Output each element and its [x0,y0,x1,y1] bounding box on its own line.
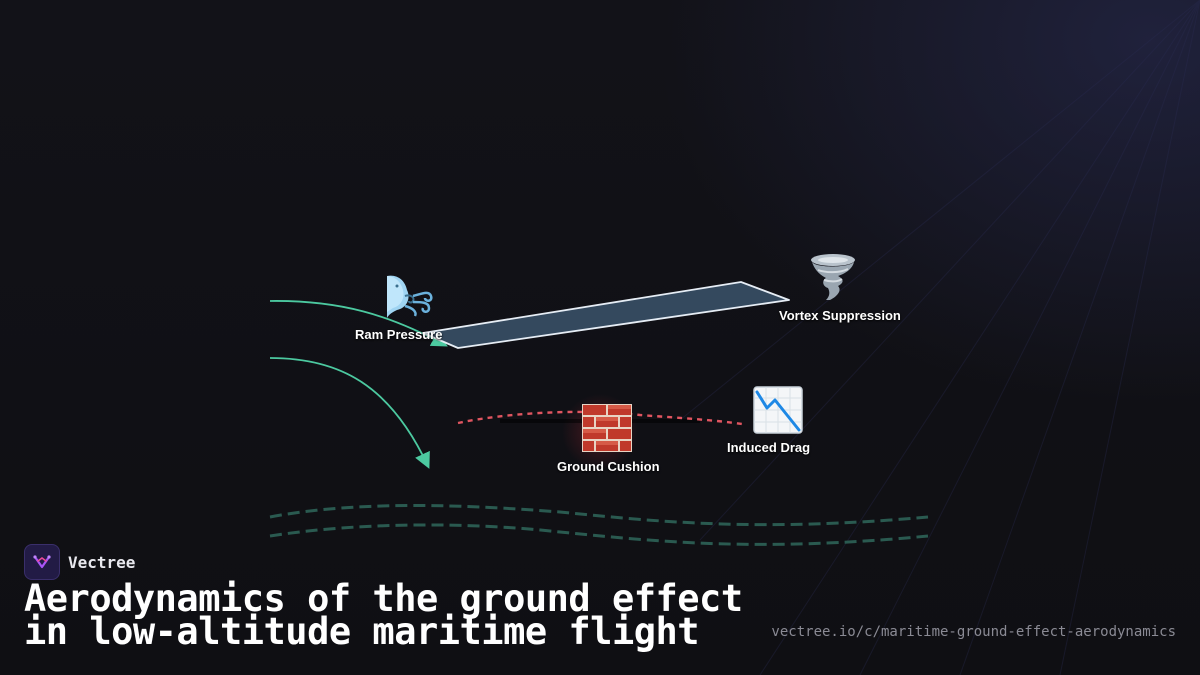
brand: Vectree [24,544,135,580]
ground-cushion-label: Ground Cushion [557,459,660,474]
tornado-icon [811,254,855,300]
water-surface-wave-lower [269,523,929,546]
water-surface-wave-upper [269,504,929,527]
source-url[interactable]: vectree.io/c/maritime-ground-effect-aero… [771,624,1176,640]
ram-pressure-label: Ram Pressure [355,327,443,342]
wind-face-icon [387,275,433,318]
chart-decreasing-icon [753,386,803,434]
airflow-arrow-lower [269,357,430,469]
brick-wall-icon [582,404,632,452]
wing-section [422,281,790,349]
vectree-logo-icon [24,544,60,580]
title-line-1: Aerodynamics of the ground effect [24,577,743,620]
vortex-suppression-label: Vortex Suppression [779,308,901,323]
brand-name: Vectree [68,552,136,572]
title-line-2: in low-altitude maritime flight [24,610,700,653]
page-title: Aerodynamics of the ground effect in low… [24,580,743,650]
induced-drag-label: Induced Drag [727,440,811,455]
ground-cushion-pressure-line [457,410,743,426]
